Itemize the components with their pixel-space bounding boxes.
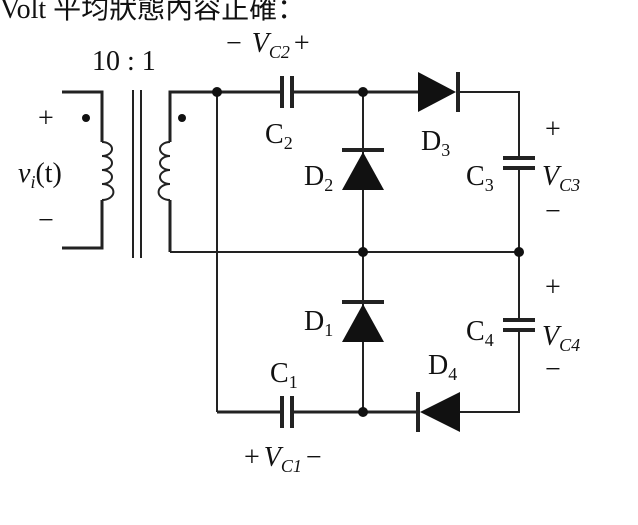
primary-coil (101, 141, 115, 201)
secondary-coil (157, 141, 171, 201)
svg-text:D4: D4 (428, 350, 457, 384)
diode-d1: D1 (304, 300, 384, 342)
svg-text:D1: D1 (304, 306, 333, 340)
source-label: vi(t) (18, 158, 62, 192)
vc4-minus: − (545, 354, 561, 385)
junction-dot (212, 87, 222, 97)
source-plus: + (38, 103, 54, 134)
junction-dot (514, 247, 524, 257)
capacitor-c3: C3 (466, 156, 535, 195)
svg-text:C4: C4 (466, 316, 494, 350)
circuit-wires (170, 90, 520, 414)
svg-text:D2: D2 (304, 161, 333, 195)
junction-dot (358, 407, 368, 417)
svg-text:C1: C1 (270, 358, 298, 392)
junction-dot (358, 247, 368, 257)
secondary-top-lead (168, 90, 217, 142)
source-minus: − (38, 205, 54, 236)
capacitor-c1: C1 (270, 358, 298, 428)
svg-text:C2: C2 (265, 119, 293, 153)
vc4-label: VC4 (542, 321, 580, 355)
primary-top-lead (62, 90, 104, 142)
svg-text:D3: D3 (421, 126, 450, 160)
diode-d3: D3 (418, 72, 460, 160)
capacitor-c2: C2 (265, 76, 294, 153)
primary-bottom-lead (62, 200, 104, 250)
vc4-plus: + (545, 272, 561, 303)
vc3-label: VC3 (542, 161, 580, 195)
header-fragment: Volt 平均狀態內容正確： (0, 0, 305, 25)
capacitor-c4: C4 (466, 316, 535, 350)
diode-d4: D4 (416, 350, 460, 432)
vc1-label: +VC1− (244, 442, 322, 476)
primary-polarity-dot (82, 114, 90, 122)
junction-dot (358, 87, 368, 97)
diode-d2: D2 (304, 148, 384, 195)
secondary-polarity-dot (178, 114, 186, 122)
vc3-plus: + (545, 114, 561, 145)
transformer: 10 : 1 (62, 46, 217, 258)
svg-text:C3: C3 (466, 161, 494, 195)
vc3-minus: − (545, 196, 561, 227)
turns-ratio: 10 : 1 (92, 46, 156, 77)
vc2-label: −VC2+ (226, 28, 310, 62)
